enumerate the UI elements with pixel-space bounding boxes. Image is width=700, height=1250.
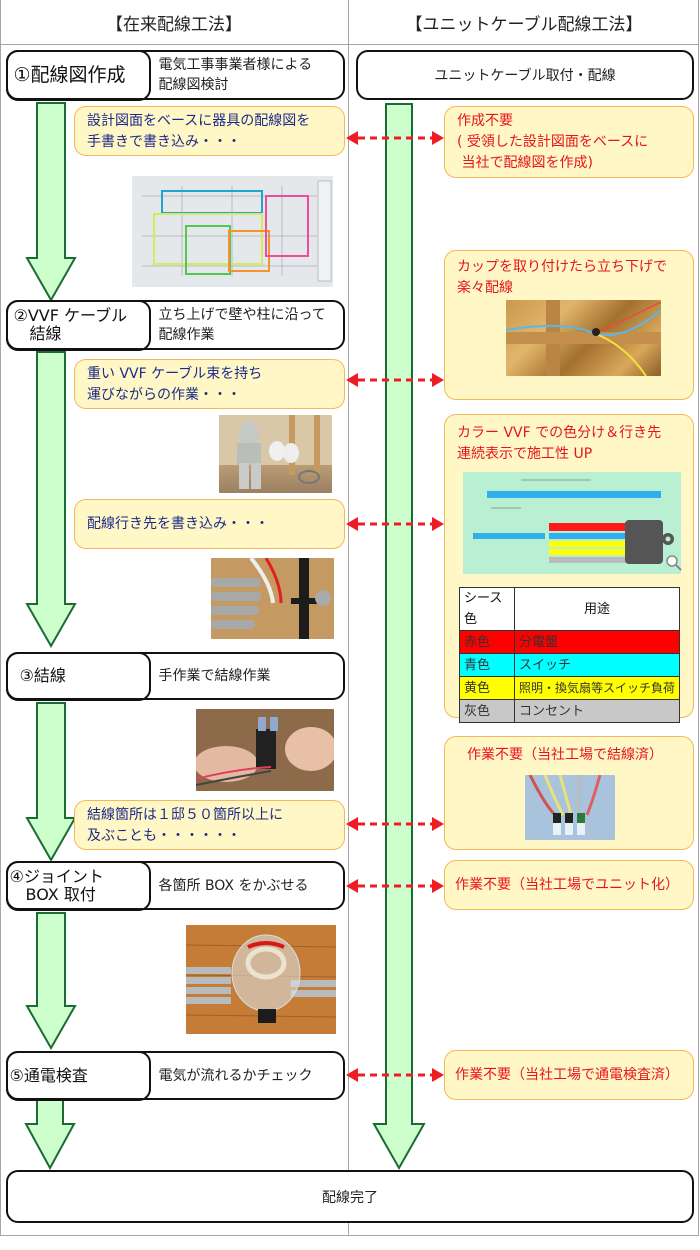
labeled-cables-photo [211, 558, 334, 639]
grid-left-border [0, 0, 1, 1236]
step-1-wiring-diagram: ①配線図作成 電気工事事業者様による 配線図検討 [5, 49, 345, 101]
table-header-row: シース色 用途 [459, 587, 681, 631]
right-column-title: 【ユニットケーブル配線工法】 [405, 14, 643, 35]
worker-sketch [219, 415, 332, 489]
connector-4 [346, 817, 444, 831]
flow-arrow-down [25, 351, 77, 649]
step-unit-cable-install: ユニットケーブル取付・配線 [356, 50, 694, 100]
sheath-color-table: シース色 用途 赤色 分電盤 青色 スイッチ 黄色 照明・換気扇等スイッチ負荷 … [459, 587, 681, 723]
right-note-5: 作業不要（当社工場でユニット化） [444, 860, 694, 910]
step-label: ユニットケーブル取付・配線 [434, 68, 616, 84]
right-note-3: カラー VVF での色分け＆行き先 連続表示で施工性 UP シース色 用途 赤色… [444, 414, 694, 723]
grid-header-divider [0, 44, 699, 45]
table-row: 灰色 コンセント [459, 699, 681, 723]
magnifier-icon[interactable] [666, 555, 682, 571]
step-description: 立ち上げで壁や柱に沿って 配線作業 [158, 307, 326, 343]
step-3-splicing: ③結線 手作業で結線作業 [5, 651, 345, 701]
ceiling-wiring-sketch [506, 300, 661, 376]
right-note-4: 作業不要（当社工場で結線済） [444, 736, 694, 850]
step-description: 手作業で結線作業 [158, 668, 271, 684]
step-label: ⑤通電検査 [5, 1050, 151, 1101]
connector-2 [346, 373, 444, 387]
grid-right-border [698, 0, 699, 1236]
connector-6 [346, 1068, 444, 1082]
connectors-sketch [528, 775, 602, 835]
floor-plan-sketch [132, 176, 333, 287]
step-label: ④ジョイント BOX 取付 [5, 860, 151, 911]
step-2-vvf-cable: ②VVF ケーブル 結線 立ち上げで壁や柱に沿って 配線作業 [5, 299, 345, 351]
splicing-sketch [196, 709, 334, 791]
worker-carrying-cable-photo [219, 415, 332, 493]
sheath-use: スイッチ [513, 653, 681, 677]
step-label: 配線完了 [322, 1189, 378, 1206]
color-vvf-diagram [463, 472, 681, 574]
step-5-power-test: ⑤通電検査 電気が流れるかチェック [5, 1050, 345, 1101]
joint-box-sketch [186, 925, 336, 1034]
right-note-3-text: カラー VVF での色分け＆行き先 連続表示で施工性 UP [457, 425, 662, 462]
ceiling-wiring-photo [506, 300, 661, 376]
right-note-6: 作業不要（当社工場で通電検査済） [444, 1050, 694, 1100]
grid-bottom-border [0, 1235, 699, 1236]
grid-center-divider [348, 0, 349, 1236]
table-header: シース色 [459, 587, 515, 631]
step-description: 各箇所 BOX をかぶせる [158, 877, 309, 894]
step-label: ②VVF ケーブル 結線 [5, 299, 151, 351]
step-label: ①配線図作成 [5, 49, 151, 101]
flow-arrow-down [25, 702, 77, 863]
table-row: 黄色 照明・換気扇等スイッチ負荷 [459, 676, 681, 700]
sheath-color: 赤色 [459, 630, 515, 654]
joint-box-photo [186, 925, 336, 1034]
right-note-1: 作成不要 ( 受領した設計図面をベースに 当社で配線図を作成) [444, 106, 694, 178]
step-label: ③結線 [5, 651, 151, 701]
left-note-4: 結線箇所は１邸５０箇所以上に 及ぶことも・・・・・・ [74, 800, 345, 850]
factory-connectors-photo [525, 775, 615, 840]
connector-5 [346, 879, 444, 893]
left-note-1: 設計図面をベースに器具の配線図を 手書きで書き込み・・・ [74, 106, 345, 156]
left-note-3: 配線行き先を書き込み・・・ [74, 499, 345, 549]
connector-3 [346, 517, 444, 531]
step-description: 電気工事事業者様による 配線図検討 [158, 57, 313, 93]
sheath-color: 黄色 [459, 676, 515, 700]
table-header: 用途 [513, 587, 681, 631]
connector-1 [346, 131, 444, 145]
step-wiring-complete: 配線完了 [6, 1170, 694, 1223]
flow-arrow-down [24, 1099, 76, 1171]
step-4-joint-box: ④ジョイント BOX 取付 各箇所 BOX をかぶせる [5, 860, 345, 911]
flow-arrow-down-long [372, 103, 426, 1171]
sheath-color: 灰色 [459, 699, 515, 723]
sheath-use: コンセント [513, 699, 681, 723]
left-column-title: 【在来配線工法】 [106, 14, 242, 35]
sheath-use: 分電盤 [513, 630, 681, 654]
right-note-2-text: カップを取り付けたら立ち下げで 楽々配線 [457, 259, 667, 296]
color-vvf-sketch [473, 479, 674, 564]
sheath-use: 照明・換気扇等スイッチ負荷 [513, 676, 681, 700]
right-note-2: カップを取り付けたら立ち下げで 楽々配線 [444, 250, 694, 400]
manual-splicing-photo [196, 709, 334, 791]
flow-arrow-down [25, 102, 77, 303]
step-description: 電気が流れるかチェック [158, 1067, 313, 1084]
right-note-4-text: 作業不要（当社工場で結線済） [467, 747, 663, 763]
left-note-2: 重い VVF ケーブル束を持ち 運びながらの作業・・・ [74, 359, 345, 409]
labeled-cables-sketch [211, 558, 334, 639]
table-row: 赤色 分電盤 [459, 630, 681, 654]
sheath-color: 青色 [459, 653, 515, 677]
flow-arrow-down [25, 912, 77, 1051]
wiring-diagram-photo [132, 176, 333, 287]
table-row: 青色 スイッチ [459, 653, 681, 677]
